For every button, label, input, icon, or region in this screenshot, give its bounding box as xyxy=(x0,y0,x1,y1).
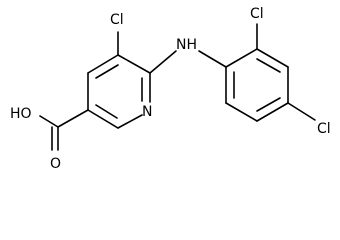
bond-c2-c3 xyxy=(87,109,119,129)
atom-nh: NH xyxy=(176,37,197,53)
atom-ring-n: N xyxy=(142,104,152,120)
bond-c2p-c3p-inner xyxy=(256,58,281,73)
bond-c5-c4-inner xyxy=(95,64,119,79)
atom-cl-right-top: Cl xyxy=(250,6,264,22)
bond-nh-c1p xyxy=(198,50,227,68)
bond-n1-c2 xyxy=(117,114,143,129)
atom-o: O xyxy=(50,156,61,172)
bond-c1p-c2p xyxy=(225,48,258,68)
bond-c2p-c3p xyxy=(256,48,289,68)
bond-c4p-c5p xyxy=(256,102,289,122)
bond-c4-c5 xyxy=(87,54,119,74)
atom-cl-top: Cl xyxy=(110,12,124,28)
atom-cl-right: Cl xyxy=(317,121,331,137)
bond-c2-c3-inner xyxy=(95,104,118,119)
bond-c4p-c5p-inner xyxy=(256,97,281,112)
chemical-structure: Cl NH Cl Cl N HO O xyxy=(10,6,331,172)
bond-c6-nh xyxy=(149,50,177,74)
bond-c-oh xyxy=(39,115,59,128)
bond-c5p-c6p xyxy=(225,102,258,122)
structure-canvas: Cl NH Cl Cl N HO O xyxy=(10,6,331,172)
bond-c3-cooh xyxy=(57,109,89,128)
bond-c4p-cl xyxy=(287,102,316,121)
atom-oh: HO xyxy=(10,106,32,122)
bond-c5-c6 xyxy=(117,54,151,74)
